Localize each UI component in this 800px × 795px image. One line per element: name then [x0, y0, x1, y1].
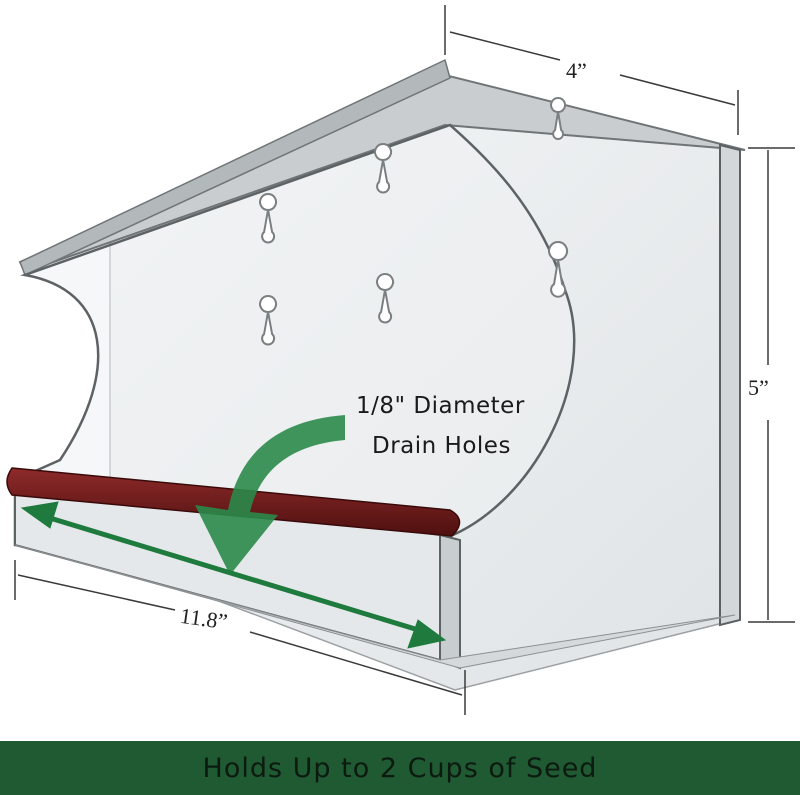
banner-text: Holds Up to 2 Cups of Seed — [202, 752, 598, 784]
drain-callout-line1: 1/8" Diameter — [356, 393, 525, 419]
tray-right-edge — [439, 533, 461, 670]
capacity-banner: Holds Up to 2 Cups of Seed — [0, 741, 800, 795]
right-side-wall — [719, 143, 741, 627]
roof-top — [19, 58, 451, 277]
length-arrow — [20, 501, 447, 649]
bird-feeder-illustration — [6, 5, 795, 715]
drain-arrow — [195, 415, 345, 575]
dimension-lines — [14, 5, 795, 715]
front-curved-face — [13, 123, 576, 547]
height-dimension-label: 5” — [748, 375, 769, 400]
drain-callout-line2: Drain Holes — [372, 433, 511, 459]
width-dimension-label: 4” — [566, 58, 587, 83]
keyhole-slots — [259, 97, 569, 346]
tray-bottom — [14, 544, 736, 669]
